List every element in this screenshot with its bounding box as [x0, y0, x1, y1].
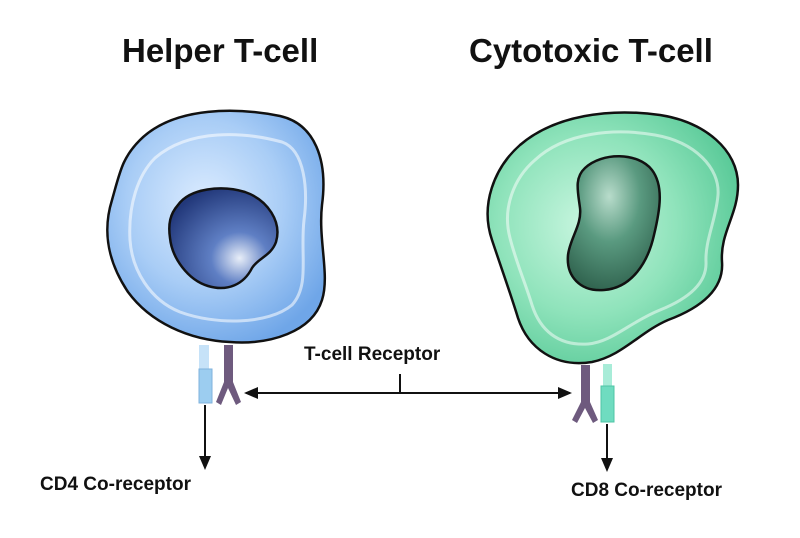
helper-t-cell-title: Helper T-cell [122, 32, 319, 69]
t-cell-receptor-label: T-cell Receptor [304, 344, 441, 365]
cytotoxic-t-cell-title: Cytotoxic T-cell [469, 32, 713, 69]
cytotoxic-tcr-shape [572, 365, 598, 423]
cytotoxic-nucleus [566, 155, 661, 292]
cd4-pointer-arrow [199, 405, 211, 470]
cd8-coreceptor-label: CD8 Co-receptor [571, 480, 722, 501]
helper-t-cell [106, 109, 327, 344]
cd4-tip [198, 368, 213, 404]
cytotoxic-t-cell-receptor [572, 365, 598, 423]
helper-t-cell-receptor [216, 345, 241, 405]
cytotoxic-t-cell [486, 111, 740, 365]
helper-tcr-shape [216, 345, 241, 405]
cd4-coreceptor-label: CD4 Co-receptor [40, 474, 191, 495]
cd8-coreceptor [600, 364, 615, 423]
tcr-arrowhead-left [244, 387, 258, 399]
cd4-stem [199, 345, 209, 369]
tcr-arrowhead-right [558, 387, 572, 399]
cd8-tip [600, 385, 615, 423]
helper-nucleus [168, 187, 279, 290]
helper-cell-inner-membrane [128, 133, 307, 323]
cd8-pointer-arrow [601, 424, 613, 472]
tcr-connector-arrow [244, 374, 572, 399]
cytotoxic-cell-inner-membrane [506, 130, 720, 346]
cd8-stem [603, 364, 612, 388]
cd4-coreceptor [198, 345, 213, 404]
